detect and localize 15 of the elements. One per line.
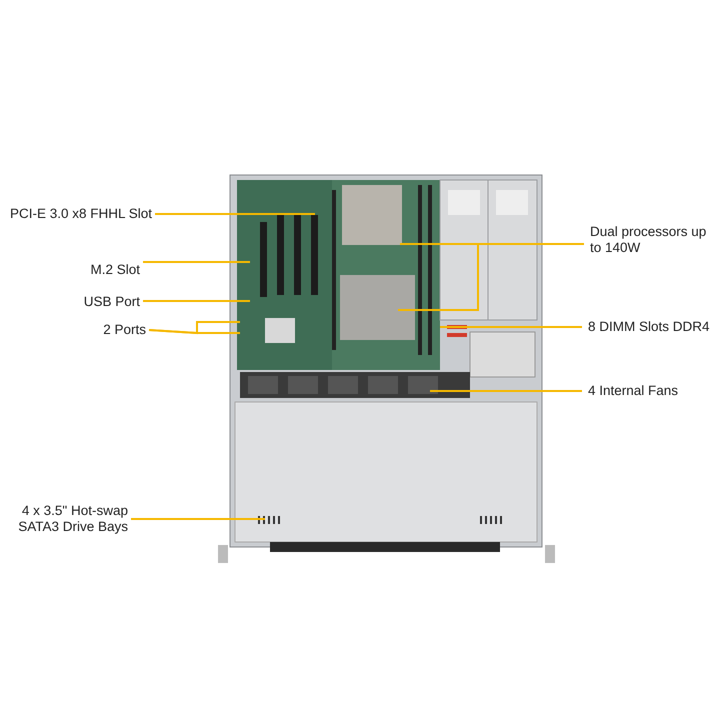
callout-label: 8 DIMM Slots DDR4 [588,319,711,335]
callout-label: Dual processors up to 140W [590,224,708,256]
leader-line [155,213,315,215]
leader-line [440,326,582,328]
callout-label: 4 x 3.5" Hot-swap SATA3 Drive Bays [17,503,128,535]
callout-label: 2 Ports [102,322,146,338]
leader-line [131,518,265,520]
callout-label: USB Port [82,294,140,310]
callout-label: M.2 Slot [89,262,140,278]
leader-line [430,390,582,392]
leader-line [148,329,240,334]
leader-line [143,300,250,302]
callout-label: 4 Internal Fans [588,383,680,399]
callout-label: PCI-E 3.0 x8 FHHL Slot [8,206,152,222]
leader-line [143,261,250,263]
